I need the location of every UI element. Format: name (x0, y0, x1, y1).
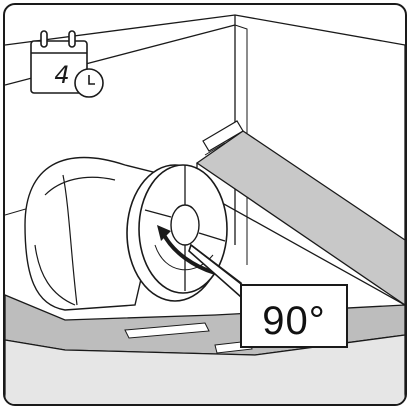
clock-icon (74, 68, 104, 98)
callout-box (240, 284, 348, 348)
rotation-arrow-icon (157, 225, 216, 275)
calendar-icon (30, 30, 88, 94)
carbon-filter (126, 164, 228, 302)
range-hood-drawing (5, 14, 405, 404)
illustration-frame: 4 90° (3, 3, 407, 406)
rotation-angle-label: 90° (262, 299, 326, 343)
motor-housing (24, 156, 166, 311)
maintenance-interval-value: 4 (54, 61, 70, 89)
duct-channel (195, 120, 405, 306)
